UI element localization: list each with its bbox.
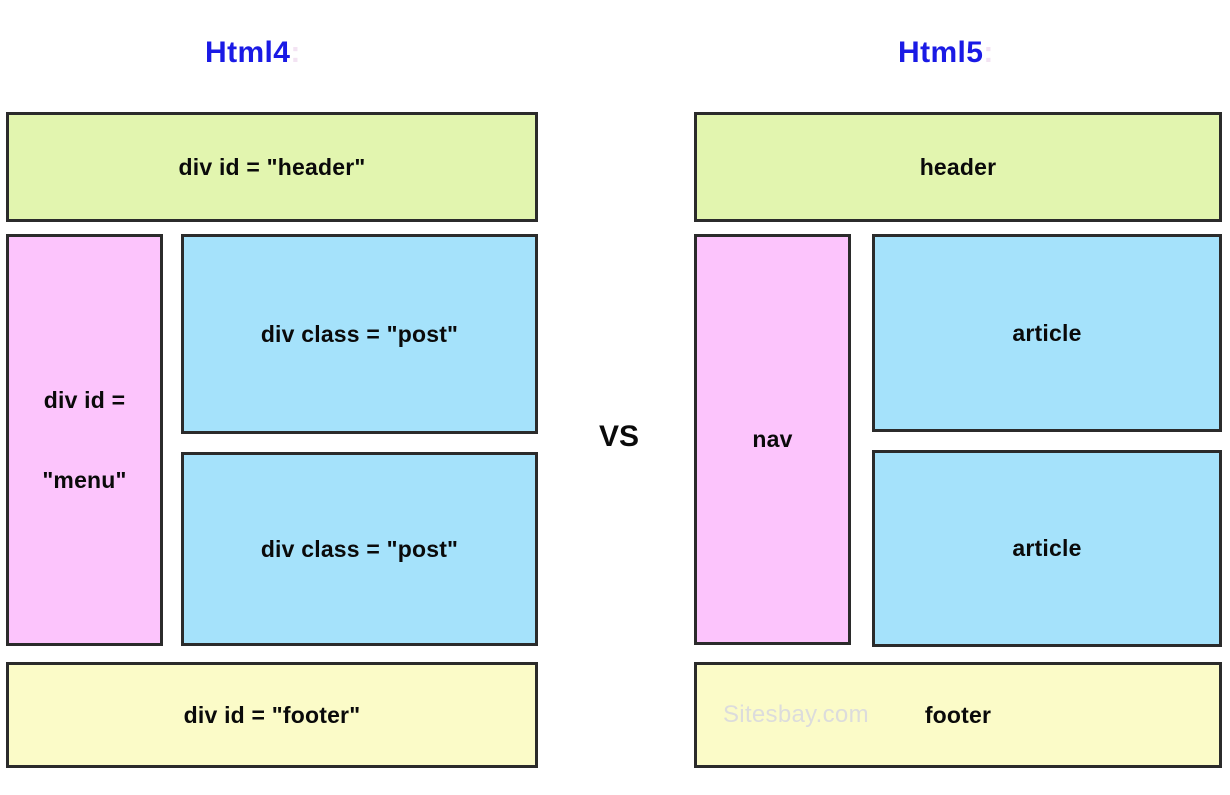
html5-article-label-2: article xyxy=(1012,535,1082,562)
html4-footer-label: div id = "footer" xyxy=(183,701,361,728)
html4-title: Html4: xyxy=(205,38,301,68)
html5-footer-label: footer xyxy=(924,701,992,728)
sitesbay-watermark: Sitesbay.com xyxy=(723,701,869,728)
html4-menu-label-line1: div id = xyxy=(43,386,126,413)
html5-title-text: Html5 xyxy=(898,36,984,69)
html4-menu-label-line2: "menu" xyxy=(42,467,127,493)
html5-header-box: header xyxy=(694,112,1222,222)
html5-footer-box: Sitesbay.com footer xyxy=(694,662,1222,768)
html4-footer-box: div id = "footer" xyxy=(6,662,538,768)
html4-title-text: Html4 xyxy=(205,36,291,69)
html4-post-box-2: div class = "post" xyxy=(181,452,538,646)
html5-title-trailing: : xyxy=(983,36,994,69)
html4-post-box-1: div class = "post" xyxy=(181,234,538,434)
html5-title: Html5: xyxy=(898,38,994,68)
html5-article-label-1: article xyxy=(1012,319,1082,346)
html5-article-box-2: article xyxy=(872,450,1222,647)
html5-header-label: header xyxy=(919,153,997,180)
html5-nav-label: nav xyxy=(752,426,793,453)
html4-menu-box: div id = "menu" xyxy=(6,234,163,646)
html5-nav-box: nav xyxy=(694,234,851,645)
html4-post-label-2: div class = "post" xyxy=(260,535,459,562)
html4-post-label-1: div class = "post" xyxy=(260,320,459,347)
html4-header-label: div id = "header" xyxy=(178,153,366,180)
html4-title-trailing: : xyxy=(290,36,301,69)
html4-header-box: div id = "header" xyxy=(6,112,538,222)
versus-label: VS xyxy=(598,420,640,453)
html5-article-box-1: article xyxy=(872,234,1222,432)
